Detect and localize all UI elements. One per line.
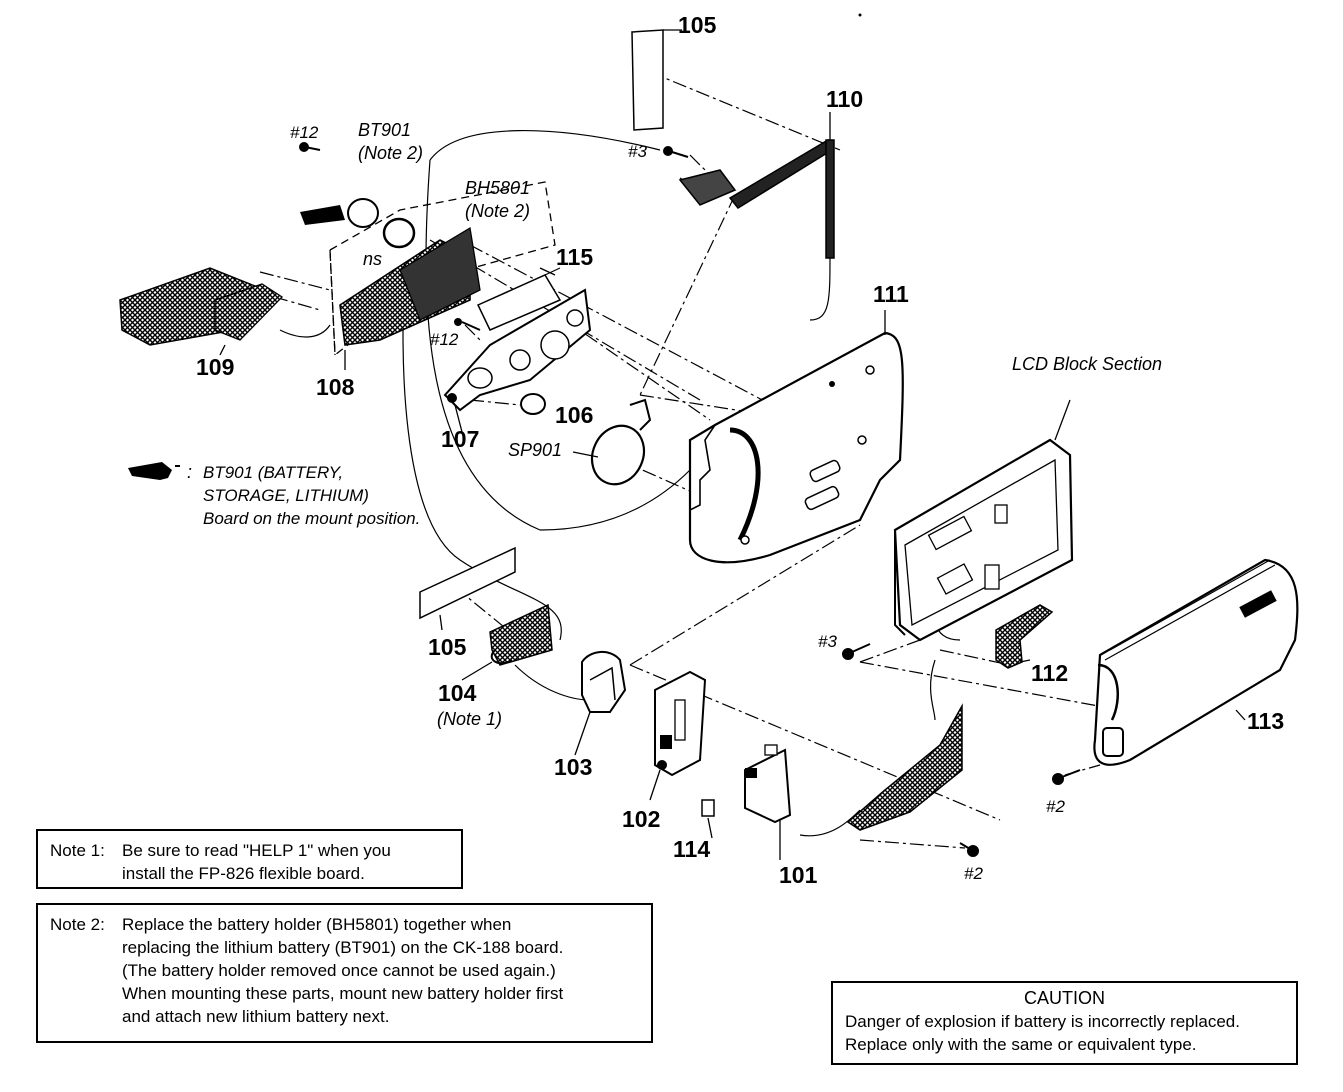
part-label-108: 108 <box>316 374 355 400</box>
part-109-flex-board <box>119 267 284 346</box>
part-label-109: 109 <box>196 354 235 380</box>
ref-bh5801: BH5801 <box>465 178 531 198</box>
screw-label-12-mid: #12 <box>430 330 459 349</box>
sp901-speaker <box>590 398 652 486</box>
screw-label-12-top: #12 <box>290 123 319 142</box>
note-2-key: Note 2: <box>50 915 105 934</box>
caution-box: CAUTION Danger of explosion if battery i… <box>831 981 1298 1065</box>
part-104-flex-board <box>489 603 553 666</box>
part-label-103: 103 <box>554 754 593 780</box>
ref-bt901: BT901 <box>358 120 412 140</box>
part-label-102: 102 <box>622 806 661 832</box>
legend-line-1: BT901 (BATTERY, <box>203 463 344 482</box>
part-label-105-top: 105 <box>678 12 717 38</box>
part-114-clip <box>701 799 715 817</box>
part-label-101: 101 <box>779 862 818 888</box>
ref-note1: (Note 1) <box>437 709 503 729</box>
group-outline-dashed <box>329 181 556 357</box>
screw-label-2-bottom: #2 <box>964 864 983 883</box>
part-label-113: 113 <box>1247 708 1285 734</box>
note-1-line-1: Be sure to read "HELP 1" when you <box>122 841 391 860</box>
part-label-115: 115 <box>556 244 594 270</box>
lower-flex-cable <box>846 703 963 831</box>
caution-line-2: Replace only with the same or equivalent… <box>845 1035 1197 1054</box>
part-label-112: 112 <box>1031 660 1069 686</box>
legend-colon: : <box>187 462 193 482</box>
note-2-line-1: Replace the battery holder (BH5801) toge… <box>122 915 512 934</box>
note-1-line-2: install the FP-826 flexible board. <box>122 864 365 883</box>
note-1-key: Note 1: <box>50 841 105 860</box>
part-103-bracket <box>581 651 627 713</box>
note-2-line-2: replacing the lithium battery (BT901) on… <box>122 938 564 957</box>
screw-label-3-lcd: #3 <box>818 632 837 651</box>
part-101-cover <box>744 744 792 824</box>
note-1-box: Note 1: Be sure to read "HELP 1" when yo… <box>36 829 463 889</box>
part-label-114: 114 <box>673 836 711 862</box>
screw-label-2-right: #2 <box>1046 797 1065 816</box>
lcd-block-section <box>893 399 1074 642</box>
legend-line-3: Board on the mount position. <box>203 509 421 528</box>
part-107-frame <box>443 288 592 412</box>
caution-line-1: Danger of explosion if battery is incorr… <box>845 1012 1240 1031</box>
ref-bt901-note: (Note 2) <box>358 143 424 163</box>
legend-line-2: STORAGE, LITHIUM) <box>203 486 369 505</box>
part-105-label-sheet-top <box>631 29 682 131</box>
note-2-line-4: When mounting these parts, mount new bat… <box>122 984 564 1003</box>
part-112-flex <box>995 604 1054 669</box>
part-106-ring <box>520 393 546 415</box>
part-110-flex-strap <box>663 112 835 259</box>
part-label-105-lower: 105 <box>428 634 467 660</box>
part-label-111: 111 <box>873 281 909 307</box>
leader-lines <box>219 267 1246 860</box>
ref-lcd-block-section: LCD Block Section <box>1012 354 1163 374</box>
note-2-line-3: (The battery holder removed once cannot … <box>122 961 556 980</box>
legend-text: BT901 (BATTERY, STORAGE, LITHIUM) Board … <box>203 461 420 530</box>
screws <box>842 643 1081 857</box>
note-1-lines: Be sure to read "HELP 1" when you instal… <box>122 839 391 885</box>
ref-sp901: SP901 <box>508 440 563 460</box>
part-108-board <box>299 142 481 346</box>
ref-bh5801-note: (Note 2) <box>465 201 531 221</box>
ref-ns: ns <box>363 249 383 269</box>
part-111-chassis <box>688 310 904 564</box>
note-2-box: Note 2: Replace the battery holder (BH58… <box>36 903 653 1043</box>
hand-pointer-icon <box>128 462 180 480</box>
part-115-small-board <box>476 267 562 331</box>
screw-label-3-top: #3 <box>628 142 647 161</box>
note-2-line-5: and attach new lithium battery next. <box>122 1007 390 1026</box>
part-113-lcd-cover <box>1093 558 1299 766</box>
part-label-106: 106 <box>555 402 594 428</box>
note-2-lines: Replace the battery holder (BH5801) toge… <box>122 913 563 1028</box>
caution-title: CAUTION <box>1024 988 1105 1008</box>
part-label-107: 107 <box>441 426 480 452</box>
part-label-104: 104 <box>438 680 477 706</box>
part-label-110: 110 <box>826 86 864 112</box>
part-102-jack-block <box>654 670 707 777</box>
part-105-label-sheet-lower <box>419 546 516 620</box>
